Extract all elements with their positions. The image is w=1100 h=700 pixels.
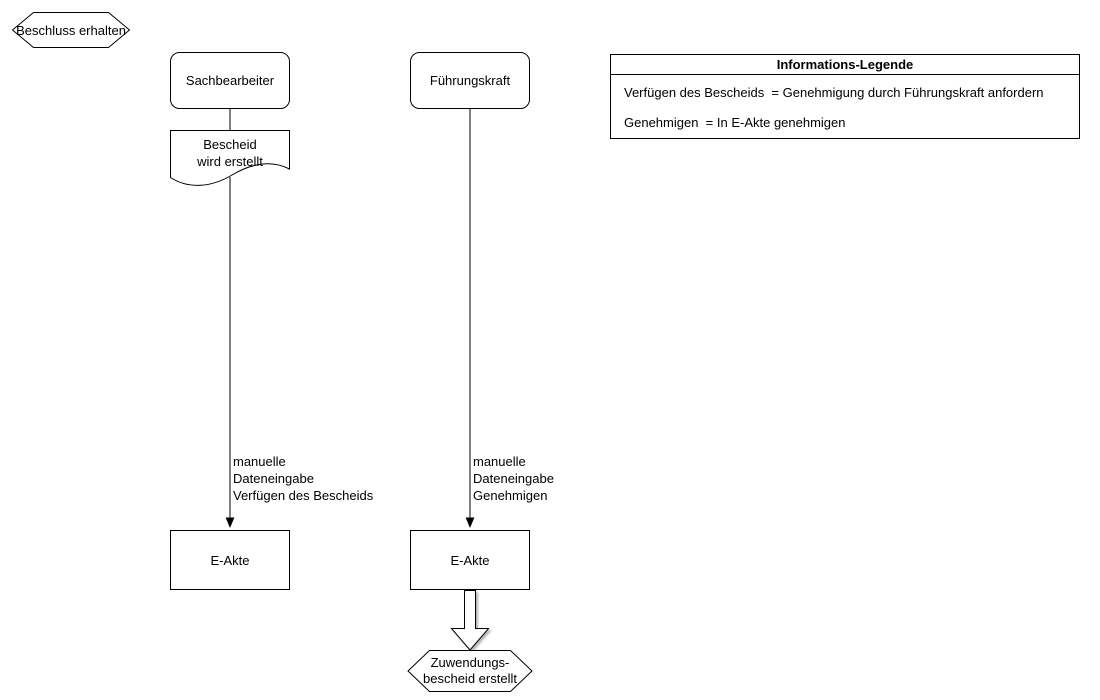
store-e-akte-right-label: E-Akte [450,552,490,568]
actor-fuehrungskraft-box [410,52,530,109]
edge-right-label-line2: Dateneingabe [473,471,554,486]
edge-left-label-line3: Verfügen des Bescheids [233,488,374,503]
document-label: Bescheid wird erstellt [170,129,290,177]
edge-right-label: manuelle Dateneingabe Genehmigen [473,453,554,504]
edge-left-label-line1: manuelle [233,454,286,469]
store-e-akte-right-box [410,530,530,590]
actor-sachbearbeiter-label: Sachbearbeiter [185,72,275,88]
document-shape [170,130,290,186]
end-event-label-line1: Zuwendungs- [430,655,510,670]
legend-box [610,54,1080,139]
edge-left-label: manuelle Dateneingabe Verfügen des Besch… [233,453,373,504]
document-label-line1: Bescheid [203,137,257,152]
block-arrow-down-icon [450,590,490,651]
legend-entry-genehmigen: Genehmigen = In E-Akte genehmigen [624,115,846,130]
arrowhead-down-right-icon [465,517,475,528]
end-event-label-line2: bescheid erstellt [423,671,517,686]
end-event-label: Zuwendungs- bescheid erstellt [408,650,532,692]
start-event-label: Beschluss erhalten [16,22,126,38]
legend-entry-verfuegen: Verfügen des Bescheids = Genehmigung dur… [624,85,1044,100]
store-e-akte-left-label: E-Akte [210,552,250,568]
legend-title: Informations-Legende [776,57,914,72]
actor-fuehrungskraft-label: Führungskraft [429,73,511,88]
document-label-line2: wird erstellt [197,154,263,169]
start-event-hexagon [11,12,131,48]
edge-right-label-line1: manuelle [473,454,526,469]
arrowhead-down-left-icon [225,517,235,528]
store-e-akte-left-box [170,530,290,590]
edge-left-label-line2: Dateneingabe [233,471,314,486]
end-event-hexagon [407,650,533,692]
edge-right-label-line3: Genehmigen [473,488,548,503]
